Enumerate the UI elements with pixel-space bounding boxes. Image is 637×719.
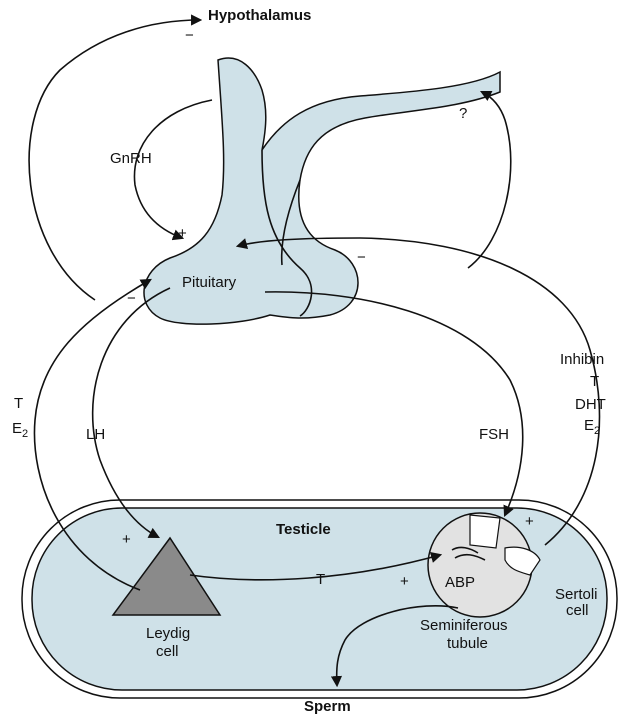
seminiferous-label-line2: tubule	[447, 635, 488, 652]
inhibin-label: Inhibin	[560, 351, 604, 368]
hypothalamus-label: Hypothalamus	[208, 7, 311, 24]
arrow-fsh	[265, 292, 523, 515]
gnrh-plus-sign: +	[178, 225, 187, 242]
pituitary-label: Pituitary	[182, 274, 237, 291]
t-left-label: T	[14, 395, 23, 412]
arrow-question	[468, 92, 511, 268]
e2-left-label: E2	[12, 420, 28, 440]
sertoli-label-line1: Sertoli	[555, 586, 598, 603]
sertoli-label-line2: cell	[566, 602, 589, 619]
sperm-label: Sperm	[304, 698, 351, 715]
t-right-label: T	[590, 373, 599, 390]
question-label: ?	[459, 105, 467, 122]
pituitary-minus-right: −	[357, 249, 366, 266]
lh-label: LH	[86, 426, 105, 443]
seminiferous-label-line1: Seminiferous	[420, 617, 508, 634]
gnrh-label: GnRH	[110, 150, 152, 167]
leydig-label-line1: Leydig	[146, 625, 190, 642]
tubule-plus-top: +	[525, 513, 534, 530]
leydig-label-line2: cell	[156, 643, 179, 660]
dht-label: DHT	[575, 396, 606, 413]
fsh-label: FSH	[479, 426, 509, 443]
leydig-plus-sign: +	[122, 531, 131, 548]
arrow-gnrh	[134, 100, 212, 238]
pituitary-minus-left: −	[127, 290, 136, 307]
e2-right-label: E2	[584, 417, 600, 437]
hypothalamus-minus-sign: −	[185, 27, 194, 44]
testicle-label: Testicle	[276, 521, 331, 538]
tubule-plus-left: +	[400, 573, 409, 590]
t-mid-label: T	[316, 571, 325, 588]
abp-label: ABP	[445, 574, 475, 591]
